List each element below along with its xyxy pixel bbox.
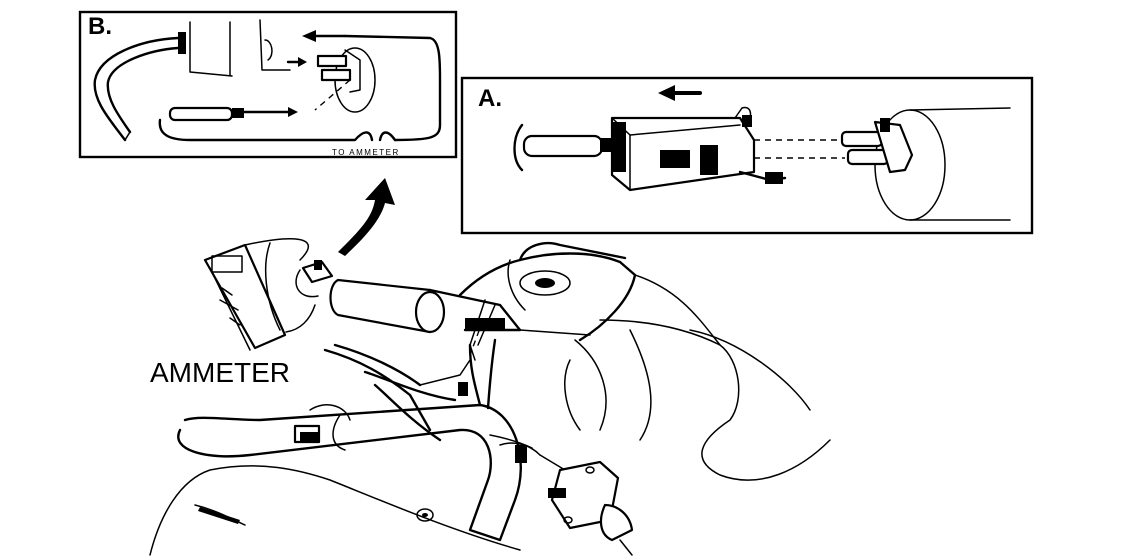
ammeter-device [203, 238, 316, 351]
ammeter-label: AMMETER [150, 357, 290, 388]
inset-a-label: A. [478, 85, 502, 112]
inset-b-panel: B. TO AMMETER [78, 10, 458, 159]
curved-arrow-icon [338, 178, 395, 256]
to-ammeter-label: TO AMMETER [332, 148, 400, 157]
inset-b-label: B. [88, 13, 112, 40]
main-illustration: AMMETER [149, 178, 831, 556]
inset-a-panel: A. [460, 76, 1034, 235]
